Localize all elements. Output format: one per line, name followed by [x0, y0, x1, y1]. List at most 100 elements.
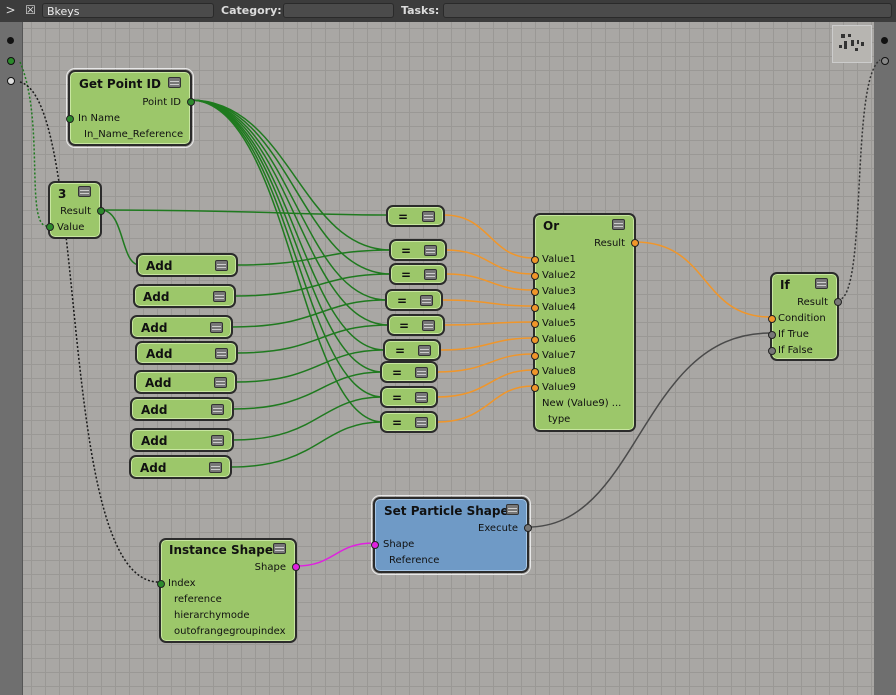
- node-menu-icon[interactable]: [273, 543, 286, 554]
- port-dot-value7[interactable]: [531, 352, 539, 360]
- port-value6: Value6: [542, 334, 576, 345]
- node-equals[interactable]: =: [380, 386, 438, 408]
- close-box-icon[interactable]: ☒: [25, 3, 36, 17]
- graph-input-port-black[interactable]: [7, 37, 14, 44]
- node-add[interactable]: Add: [130, 428, 234, 452]
- node-menu-icon[interactable]: [506, 504, 519, 515]
- node-equals[interactable]: =: [380, 361, 438, 383]
- node-equals[interactable]: =: [385, 289, 443, 311]
- node-equals[interactable]: =: [387, 314, 445, 336]
- node-menu-icon[interactable]: [168, 77, 181, 88]
- node-menu-icon[interactable]: [214, 377, 227, 388]
- node-add[interactable]: Add: [129, 455, 232, 479]
- port-in-name-reference: In_Name_Reference: [84, 129, 184, 140]
- port-dot-execute[interactable]: [524, 524, 532, 532]
- port-result: Result: [797, 297, 828, 308]
- node-menu-icon[interactable]: [213, 291, 226, 302]
- node-menu-icon[interactable]: [209, 462, 222, 473]
- node-menu-icon[interactable]: [415, 392, 428, 403]
- port-dot-index[interactable]: [157, 580, 165, 588]
- port-dot-result[interactable]: [97, 207, 105, 215]
- node-title: =: [401, 244, 412, 258]
- port-value5: Value5: [542, 318, 576, 329]
- node-title: =: [392, 391, 403, 405]
- port-dot-shape[interactable]: [292, 563, 300, 571]
- port-shape: Shape: [254, 562, 286, 573]
- node-equals[interactable]: =: [389, 239, 447, 261]
- port-dot-value5[interactable]: [531, 320, 539, 328]
- node-add[interactable]: Add: [133, 284, 236, 308]
- point-id-wires: [189, 99, 392, 423]
- node-title: =: [397, 294, 408, 308]
- node-title: Add: [141, 321, 168, 335]
- node-title: Add: [140, 461, 167, 475]
- node-equals[interactable]: =: [380, 411, 438, 433]
- node-equals[interactable]: =: [389, 263, 447, 285]
- node-menu-icon[interactable]: [424, 269, 437, 280]
- node-add[interactable]: Add: [130, 315, 233, 339]
- port-type: type: [548, 414, 571, 425]
- port-dot-value8[interactable]: [531, 368, 539, 376]
- node-menu-icon[interactable]: [418, 345, 431, 356]
- node-if[interactable]: If Result Condition If True If False: [768, 272, 842, 361]
- graph-name-field[interactable]: Bkeys: [42, 3, 214, 18]
- node-menu-icon[interactable]: [211, 404, 224, 415]
- port-dot-value6[interactable]: [531, 336, 539, 344]
- port-dot-in-name[interactable]: [66, 115, 74, 123]
- graph-output-port-black[interactable]: [881, 37, 888, 44]
- port-dot-if-false[interactable]: [768, 347, 776, 355]
- node-menu-icon[interactable]: [815, 278, 828, 289]
- node-menu-icon[interactable]: [215, 260, 228, 271]
- port-dot-value3[interactable]: [531, 288, 539, 296]
- node-get-point-id[interactable]: Get Point ID Point ID In Name In_Name_Re…: [66, 68, 195, 148]
- port-dot-value4[interactable]: [531, 304, 539, 312]
- node-add[interactable]: Add: [136, 253, 238, 277]
- tasks-field[interactable]: [443, 3, 892, 18]
- node-menu-icon[interactable]: [422, 320, 435, 331]
- port-dot-value9[interactable]: [531, 384, 539, 392]
- port-dot-value[interactable]: [46, 223, 54, 231]
- minimap-icon[interactable]: [832, 25, 872, 63]
- node-menu-icon[interactable]: [422, 211, 435, 222]
- category-field[interactable]: [283, 3, 394, 18]
- port-dot-result[interactable]: [834, 298, 842, 306]
- node-menu-icon[interactable]: [415, 417, 428, 428]
- port-dot-condition[interactable]: [768, 315, 776, 323]
- node-menu-icon[interactable]: [78, 186, 91, 197]
- node-title: Get Point ID: [79, 77, 161, 91]
- graph-input-port-white[interactable]: [7, 77, 15, 85]
- port-dot-point-id[interactable]: [187, 98, 195, 106]
- port-dot-value2[interactable]: [531, 272, 539, 280]
- node-set-particle-shape[interactable]: Set Particle Shape Execute Shape Referen…: [371, 495, 532, 575]
- node-add[interactable]: Add: [135, 341, 238, 365]
- port-dot-result[interactable]: [631, 239, 639, 247]
- port-value8: Value8: [542, 366, 576, 377]
- node-title: =: [395, 344, 406, 358]
- node-menu-icon[interactable]: [612, 219, 625, 230]
- port-result: Result: [594, 238, 625, 249]
- port-dot-shape[interactable]: [371, 541, 379, 549]
- graph-input-port-green[interactable]: [7, 57, 15, 65]
- port-value4: Value4: [542, 302, 576, 313]
- node-add[interactable]: Add: [134, 370, 237, 394]
- node-menu-icon[interactable]: [211, 435, 224, 446]
- port-value2: Value2: [542, 270, 576, 281]
- node-equals[interactable]: =: [386, 205, 445, 227]
- node-menu-icon[interactable]: [424, 245, 437, 256]
- node-instance-shape[interactable]: Instance Shape Shape Index reference hie…: [157, 538, 300, 643]
- graph-output-port-gray[interactable]: [881, 57, 889, 65]
- port-value: Value: [57, 222, 85, 233]
- node-value-3[interactable]: 3 Result Value: [46, 181, 105, 239]
- node-add[interactable]: Add: [130, 397, 234, 421]
- node-title: =: [399, 319, 410, 333]
- node-or[interactable]: Or Result Value1 Value2 Value3 Value4 Va…: [531, 213, 639, 432]
- node-menu-icon[interactable]: [415, 367, 428, 378]
- port-dot-if-true[interactable]: [768, 331, 776, 339]
- node-menu-icon[interactable]: [420, 295, 433, 306]
- port-dot-value1[interactable]: [531, 256, 539, 264]
- collapse-arrow-icon[interactable]: >: [5, 3, 16, 17]
- node-menu-icon[interactable]: [210, 322, 223, 333]
- node-equals[interactable]: =: [383, 339, 441, 361]
- node-menu-icon[interactable]: [215, 348, 228, 359]
- node-title: If: [780, 278, 790, 292]
